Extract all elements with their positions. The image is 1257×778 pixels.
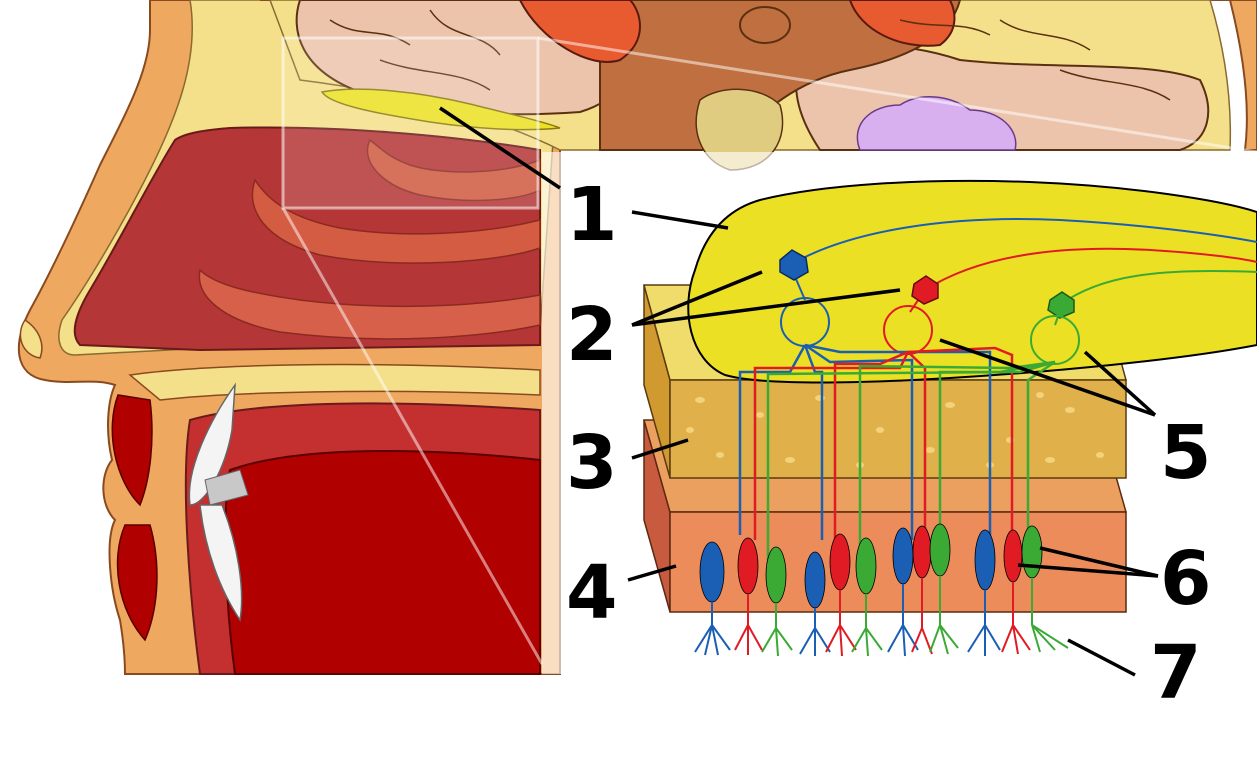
zoom-source-box bbox=[281, 36, 540, 210]
cribriform-plate bbox=[669, 379, 1127, 479]
lower-incisor bbox=[199, 504, 243, 622]
leader-lines bbox=[439, 106, 1159, 677]
callout-3: 3 bbox=[566, 420, 618, 506]
tongue bbox=[224, 450, 541, 675]
leader-2b bbox=[631, 288, 901, 327]
leader-6b bbox=[1017, 563, 1159, 578]
leader-4 bbox=[627, 564, 677, 582]
gyrus-lines bbox=[329, 9, 1171, 101]
pituitary-gland bbox=[856, 96, 1017, 151]
mitral-cell-blue bbox=[779, 249, 809, 281]
callout-2: 2 bbox=[566, 292, 618, 378]
receptor-cells bbox=[699, 523, 1043, 609]
zoom-line-bottom bbox=[281, 207, 544, 665]
zoom-line-top bbox=[537, 36, 1257, 154]
inferior-turbinate bbox=[198, 268, 541, 340]
leader-5a bbox=[939, 338, 1156, 417]
cilia bbox=[694, 576, 1069, 657]
molar bbox=[204, 469, 249, 506]
nostril bbox=[19, 318, 43, 359]
middle-turbinate bbox=[251, 178, 541, 264]
olfactory-detail bbox=[643, 179, 1257, 657]
upper-lip bbox=[111, 394, 153, 507]
mitral-cell-red bbox=[911, 275, 939, 305]
optic-region bbox=[695, 88, 784, 171]
bone-texture bbox=[686, 392, 1104, 468]
callout-4: 4 bbox=[566, 550, 618, 636]
thalamus bbox=[848, 0, 956, 47]
leader-1a bbox=[439, 106, 561, 190]
axons bbox=[738, 343, 1056, 560]
callout-5: 5 bbox=[1160, 410, 1212, 496]
superior-turbinate bbox=[366, 138, 541, 202]
leader-6a bbox=[1039, 546, 1159, 578]
ventricle bbox=[739, 6, 791, 44]
head-section bbox=[17, 0, 561, 675]
upper-incisor bbox=[188, 382, 236, 506]
callout-6: 6 bbox=[1160, 536, 1212, 622]
callout-7: 7 bbox=[1150, 630, 1202, 716]
leader-1b bbox=[631, 210, 729, 230]
leader-2a bbox=[631, 270, 763, 327]
leader-3 bbox=[631, 438, 689, 460]
lower-lip bbox=[116, 524, 158, 642]
glomerulus-green bbox=[1030, 315, 1080, 365]
corpus-callosum bbox=[518, 0, 641, 63]
mitral-cell-green bbox=[1047, 291, 1075, 319]
leader-5b bbox=[1083, 350, 1157, 417]
callout-1: 1 bbox=[566, 172, 618, 258]
leader-7 bbox=[1067, 638, 1136, 677]
